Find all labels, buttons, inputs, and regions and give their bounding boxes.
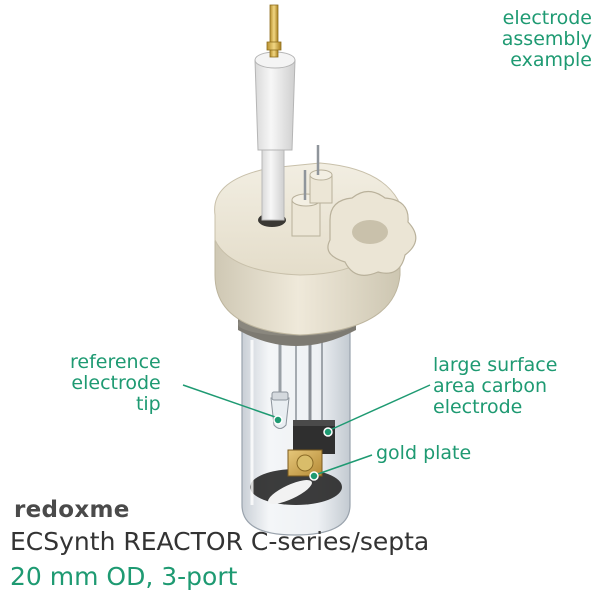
port-septa xyxy=(291,145,333,237)
product-title: ECSynth REACTOR C-series/septa xyxy=(10,527,430,556)
carbon-electrode-line: area carbon xyxy=(433,375,548,397)
reference-tip-line: electrode xyxy=(71,372,161,394)
carbon-electrode-line: large surface xyxy=(433,354,558,376)
carbon-electrode xyxy=(293,420,335,454)
carbon-electrode-line: electrode xyxy=(433,396,523,418)
corner-note-line: example xyxy=(510,49,592,71)
reference-electrode-body xyxy=(254,4,296,221)
callout-leaders xyxy=(182,384,431,481)
reference-tip-line: tip xyxy=(135,393,161,415)
corner-note-line: electrode xyxy=(502,7,592,29)
gold-plate xyxy=(287,449,323,477)
gold-plate-label: gold plate xyxy=(376,442,472,464)
product-subtitle: 20 mm OD, 3-port xyxy=(10,562,238,591)
corner-note: electrode assembly example xyxy=(502,8,592,71)
carbon-electrode-label: large surface area carbon electrode xyxy=(433,355,557,418)
reference-tip-label: reference electrode tip xyxy=(70,352,161,415)
reference-tip-line: reference xyxy=(70,351,161,373)
corner-note-line: assembly xyxy=(501,28,592,50)
brand-logo: redoxme xyxy=(14,497,130,523)
cap-knob xyxy=(327,190,417,276)
